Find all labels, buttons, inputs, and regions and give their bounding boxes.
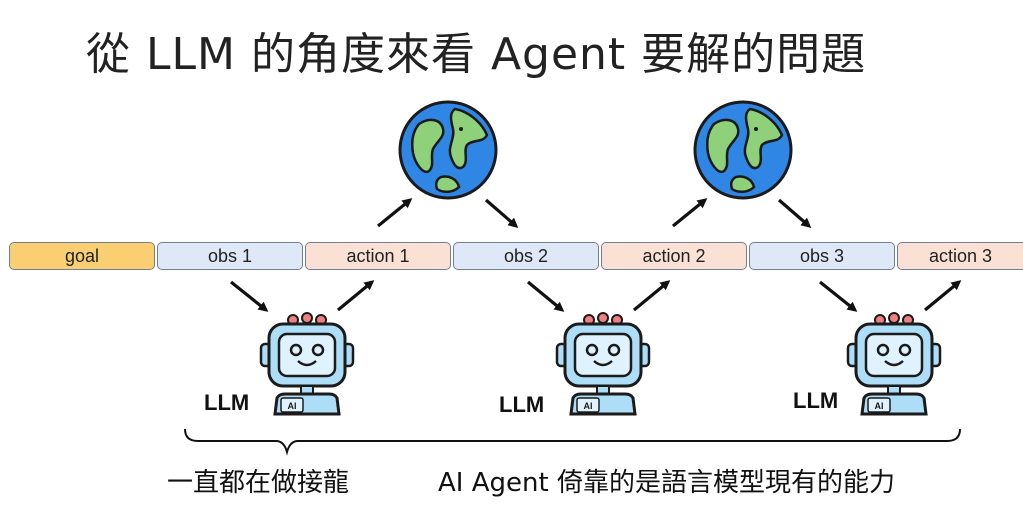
- arrow-icon: [230, 280, 269, 312]
- token-label: goal: [64, 245, 100, 266]
- token-label: action 3: [928, 245, 993, 266]
- token-obs-1: obs 1: [157, 242, 303, 270]
- token-label: obs 3: [799, 245, 845, 266]
- token-label: obs 1: [207, 245, 253, 266]
- token-goal: goal: [9, 242, 155, 270]
- arrow-icon: [671, 198, 708, 228]
- token-label: action 2: [642, 245, 706, 266]
- note-left: 一直都在做接龍: [167, 468, 350, 498]
- llm-label: LLM: [793, 388, 839, 413]
- llm-label: LLM: [499, 392, 545, 417]
- globe-icon: [398, 100, 498, 200]
- token-action-1: action 1: [305, 242, 451, 270]
- robot-badge: AI: [288, 401, 297, 411]
- arrow-icon: [526, 280, 565, 312]
- arrow-icon: [632, 280, 671, 312]
- token-label: action 1: [346, 245, 410, 266]
- token-action-2: action 2: [601, 242, 747, 270]
- arrow-icon: [484, 198, 519, 228]
- token-action-3: action 3: [897, 242, 1023, 270]
- robot-badge: AI: [875, 401, 884, 411]
- token-obs-2: obs 2: [453, 242, 599, 270]
- brace: [184, 428, 961, 456]
- robot-icon: AI: [846, 312, 942, 416]
- note-right: AI Agent 倚靠的是語言模型現有的能力: [438, 468, 895, 498]
- robot-icon: AI: [555, 312, 651, 416]
- arrow-icon: [336, 280, 375, 312]
- robot-badge: AI: [584, 401, 593, 411]
- arrow-icon: [777, 198, 812, 228]
- arrow-icon: [923, 280, 962, 312]
- arrow-icon: [376, 198, 413, 228]
- token-label: obs 2: [503, 245, 549, 266]
- llm-label: LLM: [204, 390, 250, 415]
- robot-icon: AI: [259, 312, 355, 416]
- page-title: 從 LLM 的角度來看 Agent 要解的問題: [86, 29, 867, 80]
- token-obs-3: obs 3: [749, 242, 895, 270]
- globe-icon: [693, 100, 793, 200]
- arrow-icon: [819, 280, 858, 312]
